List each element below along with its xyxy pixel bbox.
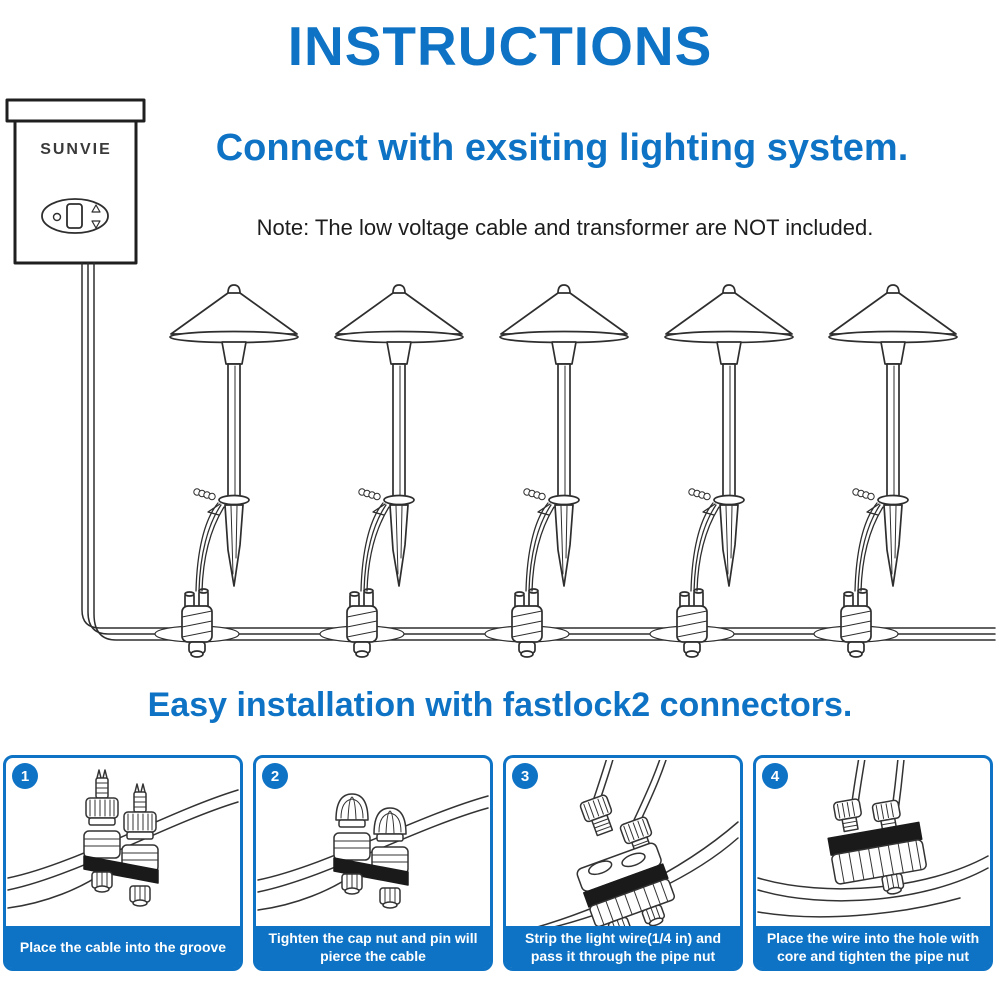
photocell-control bbox=[41, 198, 109, 234]
step-caption: Place the cable into the groove bbox=[6, 926, 240, 968]
connector-illustration-groove bbox=[7, 769, 239, 909]
path-light-4 bbox=[664, 284, 794, 592]
connector-illustration-strip-wire bbox=[533, 760, 739, 930]
step-caption: Strip the light wire(1/4 in) and pass it… bbox=[506, 926, 740, 968]
step-panel-1: 1 bbox=[3, 755, 243, 971]
step-number-badge: 1 bbox=[12, 763, 38, 789]
note-text: Note: The low voltage cable and transfor… bbox=[256, 215, 874, 240]
section2-title: Easy installation with fastlock2 connect… bbox=[147, 686, 853, 724]
brand-logo: SUNVIE bbox=[40, 141, 112, 158]
subtitle: Connect with exsiting lighting system. bbox=[215, 127, 909, 169]
path-light-1 bbox=[169, 284, 299, 592]
path-light-3 bbox=[499, 284, 629, 592]
step-panel-4: 4 bbox=[753, 755, 993, 971]
step-number-badge: 4 bbox=[762, 763, 788, 789]
connector-illustration-assembled bbox=[757, 760, 989, 918]
installation-steps: 1 bbox=[3, 755, 993, 971]
step-caption: Place the wire into the hole with core a… bbox=[756, 926, 990, 968]
page-title: INSTRUCTIONS bbox=[287, 15, 713, 77]
lighting-diagram: SUNVIE bbox=[5, 98, 996, 658]
connector-illustration-tighten bbox=[257, 793, 489, 911]
path-light-2 bbox=[334, 284, 464, 592]
transformer-box: SUNVIE bbox=[5, 98, 146, 265]
step-number-badge: 3 bbox=[512, 763, 538, 789]
step-panel-3: 3 bbox=[503, 755, 743, 971]
cable-connector bbox=[154, 588, 240, 658]
path-light-5 bbox=[828, 284, 958, 592]
step-panel-2: 2 bbox=[253, 755, 493, 971]
main-cable bbox=[81, 262, 996, 641]
step-caption: Tighten the cap nut and pin will pierce … bbox=[256, 926, 490, 968]
step-number-badge: 2 bbox=[262, 763, 288, 789]
